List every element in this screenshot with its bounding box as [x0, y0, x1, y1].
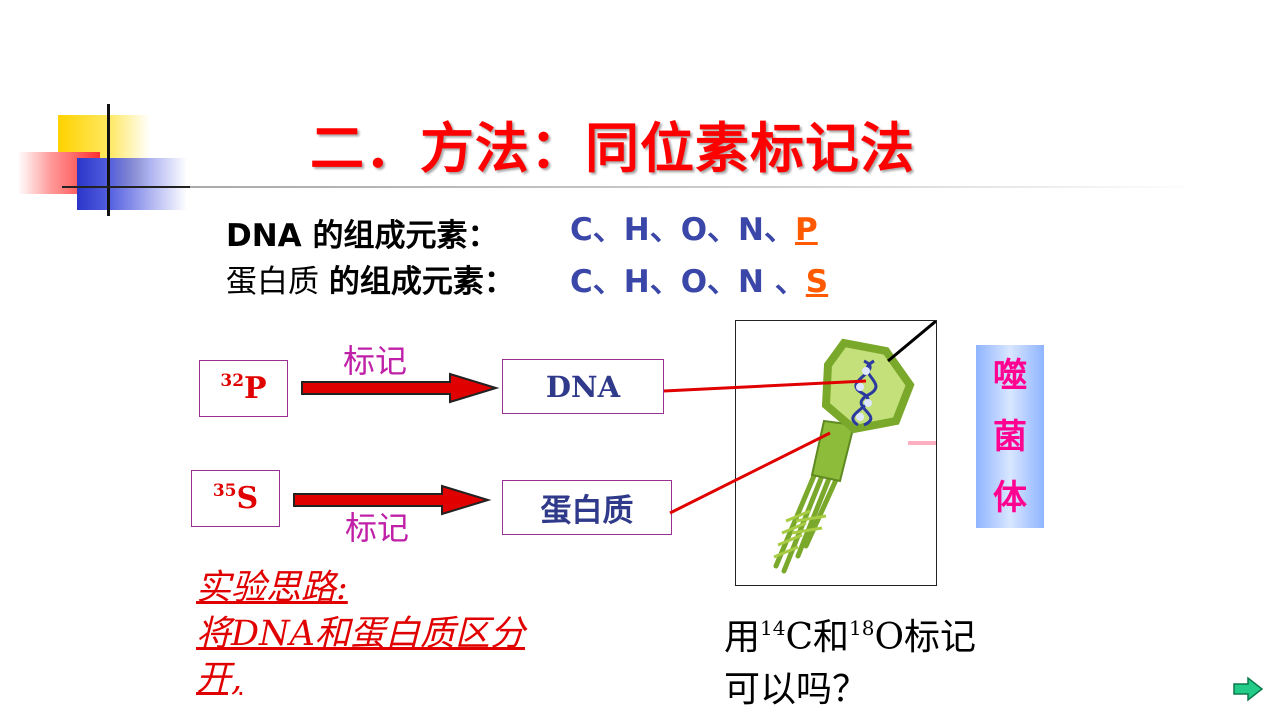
- isotope-s35: 35S: [212, 481, 259, 516]
- phage-illustration: [773, 319, 937, 574]
- phage-label-char-1: 噬: [993, 355, 1027, 396]
- connector-dna-line: [663, 379, 867, 393]
- phage-label-char-3: 体: [993, 477, 1027, 518]
- protein-elements: C、H、O、N 、S: [570, 256, 828, 301]
- arrow-to-protein: [293, 484, 492, 516]
- dna-label-rest: 的组成元素：: [312, 218, 499, 254]
- idea-line-1: 实验思路:: [196, 568, 348, 608]
- protein-elements-base: C、H、O、N 、: [570, 264, 806, 300]
- decor-vertical-line: [107, 104, 110, 216]
- isotope-p32-box: 32P: [199, 360, 288, 417]
- mark-label-top: 标记: [343, 342, 408, 380]
- question-line-1: 用14C和18O标记: [724, 616, 976, 658]
- dna-elements-base: C、H、O、N、: [570, 212, 795, 248]
- connector-protein-line: [669, 431, 831, 515]
- protein-elements-highlight: S: [805, 264, 829, 300]
- question-line-2: 可以吗？: [724, 669, 869, 711]
- decor-horizontal-line: [62, 186, 192, 188]
- target-dna: DNA: [545, 369, 621, 404]
- protein-label-rest: 的组成元素：: [328, 264, 515, 300]
- phage-label: 噬 菌 体: [976, 345, 1044, 528]
- decor-blue-square: [77, 158, 187, 210]
- connector-lines: [663, 379, 867, 515]
- isotope-p32: 32P: [220, 371, 267, 406]
- target-protein-box: 蛋白质: [502, 480, 672, 535]
- title-underline: [190, 186, 1200, 188]
- dna-label-prefix: DNA: [226, 218, 313, 254]
- protein-label-prefix: 蛋白质: [226, 264, 329, 300]
- next-slide-arrow-icon[interactable]: [1232, 676, 1264, 702]
- isotope-s35-box: 35S: [191, 470, 280, 527]
- dna-elements-highlight: P: [795, 212, 818, 248]
- phage-image-frame: [735, 319, 937, 586]
- protein-composition-label: 蛋白质 的组成元素：: [226, 256, 515, 301]
- idea-line-3: 开,: [196, 659, 243, 699]
- dna-composition-label: DNA 的组成元素：: [226, 210, 498, 255]
- target-dna-box: DNA: [502, 359, 664, 414]
- dna-elements: C、H、O、N、P: [570, 204, 818, 249]
- mark-label-bottom: 标记: [345, 509, 410, 547]
- arrow-to-dna: [301, 372, 500, 404]
- phage-label-char-2: 菌: [993, 416, 1027, 457]
- slide-title: 二．方法：同位素标记法: [310, 117, 915, 180]
- question-text: 用14C和18O标记 可以吗？: [724, 612, 976, 716]
- target-protein: 蛋白质: [540, 493, 634, 529]
- experiment-idea: 实验思路: 将DNA和蛋白质区分 开,: [196, 566, 525, 703]
- idea-line-2: 将DNA和蛋白质区分: [196, 613, 525, 654]
